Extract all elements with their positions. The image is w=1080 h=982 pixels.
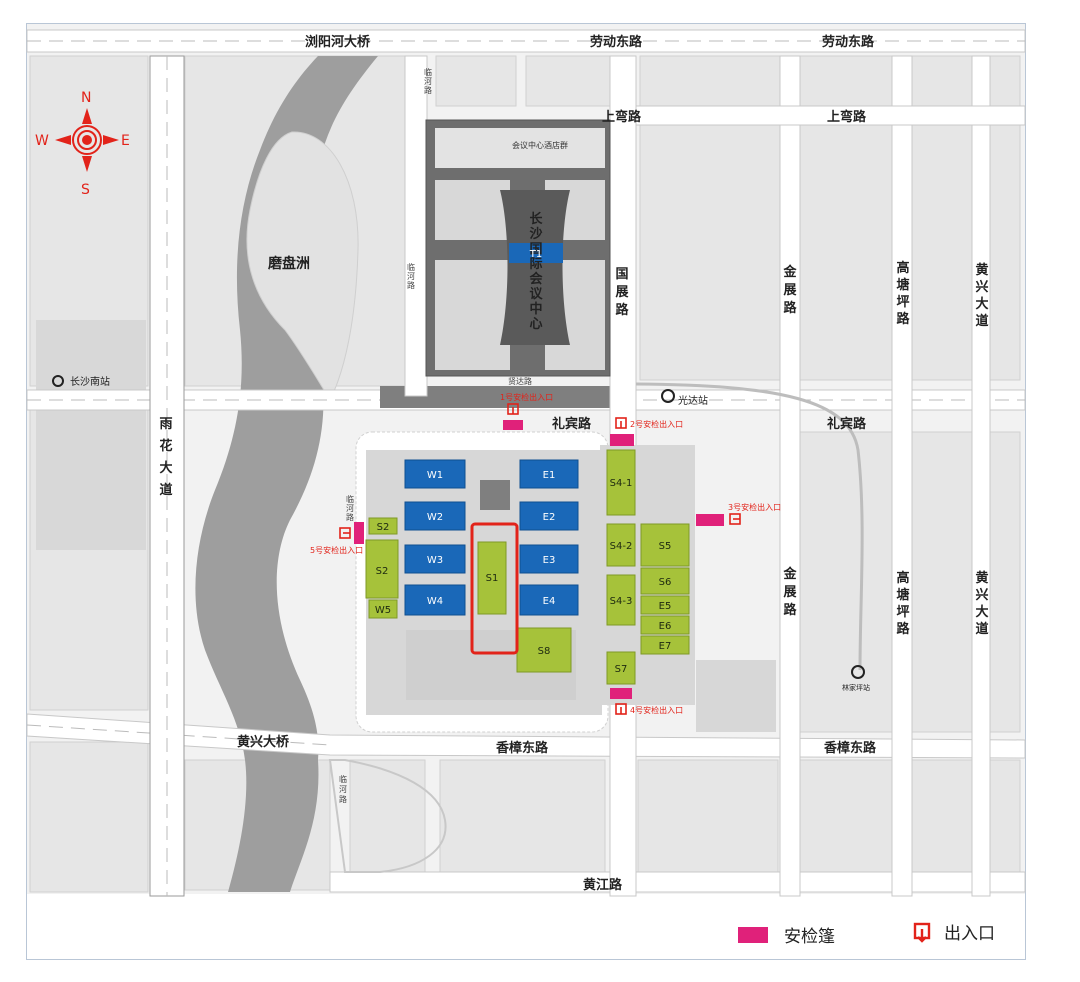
metro-icon-linjiaping: [851, 665, 865, 679]
compass-s: S: [81, 182, 90, 198]
road-xianda: 贤达路: [508, 376, 532, 386]
hall-e7: E7: [659, 641, 672, 652]
road-linhe-2: 临河路: [407, 262, 415, 290]
metro-icon-changsha-south: [52, 375, 64, 387]
legend-tent-label: 安检篷: [784, 927, 835, 947]
hall-e3: E3: [543, 555, 556, 566]
hall-s5: S5: [659, 541, 672, 552]
hall-labels: W1 W2 W3 W4 E1 E2 E3 E4 S1 S2 S2 W5 S4-1…: [375, 470, 671, 675]
road-huangxing-bridge: 黄兴大桥: [237, 734, 290, 750]
place-linjiaping: 林家坪站: [842, 683, 870, 692]
compass-east-arrow-icon: [103, 135, 119, 145]
road-linhe-4: 临河路: [339, 774, 347, 804]
hall-e5: E5: [659, 601, 672, 612]
place-mopanzhou: 磨盘洲: [268, 255, 310, 272]
road-yuhua: 雨花大道: [159, 417, 172, 498]
security-tent-swatch: [738, 926, 768, 943]
gate-1-label: 1号安检出入口: [500, 392, 553, 402]
road-labels: 浏阳河大桥 劳动东路 劳动东路 上弯路 上弯路 礼宾路 礼宾路 黄兴大桥 香樟东…: [237, 34, 877, 893]
road-huangjiang: 黄江路: [583, 877, 623, 893]
road-libin-2: 礼宾路: [827, 416, 867, 432]
road-linhe-3: 临河路: [346, 494, 354, 522]
station-area: [36, 320, 146, 550]
vertical-road-labels: 雨花大道 国展路 金展路 金展路 高塘坪路 高塘坪路 黄兴大道 黄兴大道 临河路…: [159, 67, 988, 804]
road-xiangzhang-east-1: 香樟东路: [495, 740, 549, 756]
gate-3-label: 3号安检出入口: [728, 502, 781, 512]
hall-w4: W4: [427, 596, 443, 607]
road-shangwan-1: 上弯路: [602, 109, 642, 125]
place-guangda: 光达站: [678, 394, 708, 407]
compass-n: N: [81, 90, 91, 106]
hall-e2: E2: [543, 512, 556, 523]
gate-2-label: 2号安检出入口: [630, 419, 683, 429]
hall-s7: S7: [615, 664, 628, 675]
road-liuyang-bridge: 浏阳河大桥: [305, 34, 371, 50]
conference-t1-label: T1: [529, 249, 542, 260]
hall-s4-3: S4-3: [610, 596, 633, 607]
s1-highlight-frame: [470, 522, 519, 655]
conference-compound: [425, 119, 611, 377]
venue-map: N S W E 浏阳河大桥 劳动东路 劳动东路 上弯路 上弯路 礼宾路 礼宾路 …: [26, 24, 1026, 897]
hall-s2-small: S2: [377, 522, 390, 533]
road-jinzhan-1: 金展路: [782, 264, 797, 316]
gate-4-label: 4号安检出入口: [630, 705, 683, 715]
road-laodong-east-1: 劳动东路: [590, 34, 643, 50]
mopanzhou-island: [246, 131, 359, 402]
hall-s2: S2: [376, 566, 389, 577]
green-halls: [365, 449, 690, 685]
road-gaotangping-1: 高塘坪路: [896, 260, 910, 327]
road-libin-1: 礼宾路: [552, 416, 592, 432]
metro-icon-guangda: [661, 389, 675, 403]
river: [195, 56, 378, 892]
blue-halls: [404, 459, 579, 616]
hall-w2: W2: [427, 512, 443, 523]
gate-labels: 1号安检出入口 2号安检出入口 3号安检出入口 4号安检出入口 5号安检出入口: [310, 392, 781, 715]
compass-rose: N S W E: [35, 90, 130, 198]
road-gaotangping-2: 高塘坪路: [896, 570, 910, 637]
conference-name: 长沙国际会议中心: [529, 211, 543, 332]
compass-e: E: [121, 133, 130, 149]
compass-west-arrow-icon: [55, 135, 71, 145]
legend-gate-label: 出入口: [944, 924, 995, 944]
road-huangxing-ave-2: 黄兴大道: [975, 570, 988, 637]
gate-5-label: 5号安检出入口: [310, 545, 363, 555]
road-jinzhan-2: 金展路: [782, 566, 797, 618]
hall-s1: S1: [486, 573, 499, 584]
place-labels: 磨盘洲 长沙南站 光达站 会议中心酒店群 T1 林家坪站: [52, 140, 870, 692]
conference-hall-t1: [509, 243, 563, 263]
road-laodong-east-2: 劳动东路: [822, 34, 875, 50]
hall-s8: S8: [538, 646, 551, 657]
hall-s6: S6: [659, 577, 672, 588]
compass-north-arrow-icon: [82, 108, 92, 124]
road-shangwan-2: 上弯路: [827, 109, 867, 125]
gate-markers: [339, 403, 741, 715]
hall-e6: E6: [659, 621, 672, 632]
security-tents: [354, 420, 724, 699]
road-guozhan: 国展路: [615, 267, 629, 318]
compass-w: W: [35, 133, 49, 149]
legend-tent: 安检篷: [738, 922, 835, 947]
hall-s4-1: S4-1: [610, 478, 633, 489]
map-legend: 安检篷 出入口: [0, 892, 1080, 962]
roads: [26, 29, 1026, 897]
hall-w3: W3: [427, 555, 443, 566]
road-xiangzhang-east-2: 香樟东路: [823, 740, 877, 756]
hall-e4: E4: [543, 596, 556, 607]
hall-w5: W5: [375, 605, 391, 616]
road-linhe-1: 临河路: [424, 67, 432, 95]
hall-s4-2: S4-2: [610, 541, 633, 552]
compass-south-arrow-icon: [82, 156, 92, 172]
hall-e1: E1: [543, 470, 556, 481]
gate-icon: [913, 922, 931, 943]
legend-gate: 出入口: [912, 919, 995, 944]
place-changsha-south: 长沙南站: [70, 375, 110, 388]
road-huangxing-ave-1: 黄兴大道: [975, 262, 988, 329]
place-hotel-group: 会议中心酒店群: [512, 140, 568, 150]
hall-w1: W1: [427, 470, 443, 481]
